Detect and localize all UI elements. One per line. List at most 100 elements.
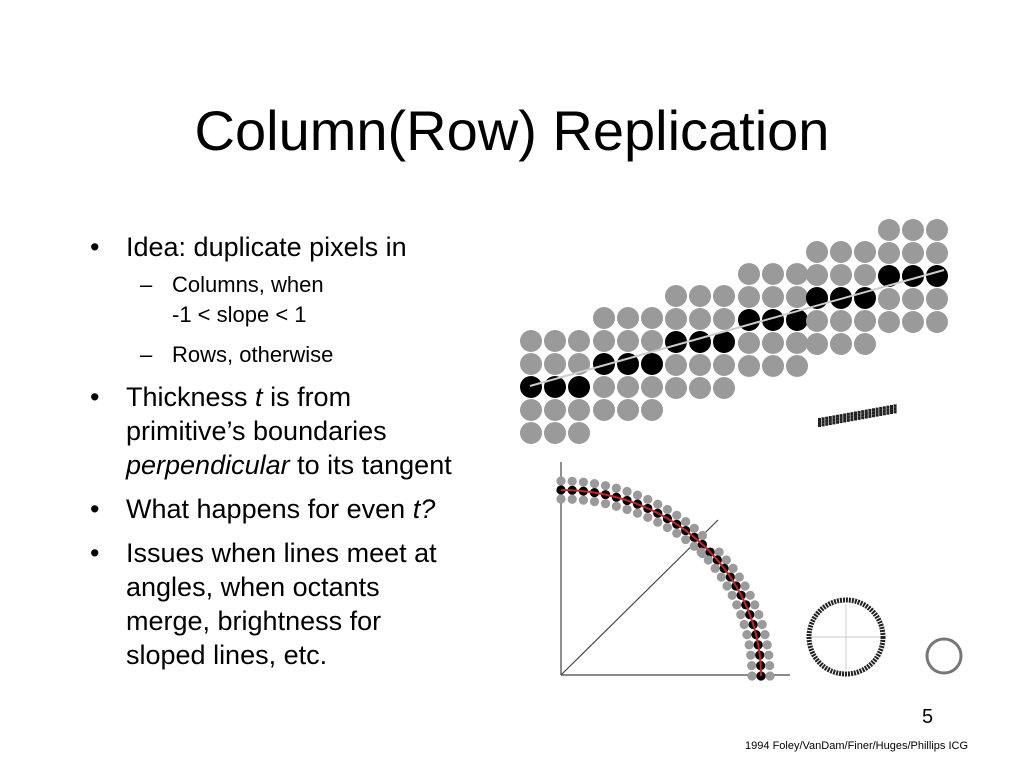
line-pixel-replicated bbox=[593, 376, 615, 398]
line-pixel-replicated bbox=[593, 399, 615, 421]
line-pixel-on bbox=[854, 287, 876, 309]
sub-bullet-columns-line2: -1 < slope < 1 bbox=[172, 302, 307, 327]
line-pixel-replicated bbox=[926, 219, 948, 241]
arc-pixel-replicated bbox=[746, 650, 756, 660]
thin-circle-illustration bbox=[925, 637, 963, 675]
small-line-pixel bbox=[872, 408, 875, 412]
line-pixel-replicated bbox=[544, 422, 566, 444]
small-line-pixel bbox=[832, 421, 836, 425]
arc-pixel-replicated bbox=[765, 660, 775, 671]
bullet-mark: • bbox=[90, 494, 100, 524]
line-pixel-replicated bbox=[568, 330, 590, 352]
arc-pixel-replicated bbox=[578, 477, 588, 487]
arc-pixel-replicated bbox=[764, 650, 774, 660]
small-line-pixel bbox=[854, 417, 857, 421]
arc-pixel-replicated bbox=[600, 499, 611, 509]
line-pixel-replicated bbox=[786, 355, 808, 377]
bullet-even-t: • What happens for even t? bbox=[88, 492, 548, 526]
line-pixel-replicated bbox=[665, 354, 687, 376]
arc-pixel-replicated bbox=[589, 479, 600, 489]
thickness-t: t bbox=[255, 382, 263, 412]
arc-pixel-replicated bbox=[745, 590, 755, 600]
line-pixel-replicated bbox=[665, 308, 687, 330]
small-line-pixel bbox=[843, 416, 847, 420]
small-line-pixel bbox=[832, 415, 836, 419]
slide-number: 5 bbox=[922, 706, 934, 728]
arc-pixel-replicated bbox=[681, 534, 691, 545]
sub-bullet-list: – Columns, when -1 < slope < 1 – Rows, o… bbox=[126, 270, 548, 370]
line-pixel-replicated bbox=[830, 264, 852, 286]
arc-pixel-replicated bbox=[710, 563, 720, 573]
line-pixel-replicated bbox=[926, 311, 948, 333]
arc-pixel-replicated bbox=[765, 671, 775, 681]
thick-circle-outer bbox=[806, 597, 886, 677]
bullet-issues-line1: Issues when lines meet at bbox=[126, 538, 437, 568]
small-line-pixel bbox=[890, 411, 893, 414]
line-pixel-replicated bbox=[854, 241, 876, 263]
line-pixel-on bbox=[617, 353, 639, 375]
line-pixel-replicated bbox=[689, 285, 711, 307]
line-pixel-replicated bbox=[665, 285, 687, 307]
small-line-pixel bbox=[864, 412, 868, 416]
line-pixel-replicated bbox=[854, 264, 876, 286]
arc-pixel-replicated bbox=[622, 504, 632, 515]
circle-arc-diagram bbox=[556, 462, 790, 681]
line-pixel-replicated bbox=[878, 242, 900, 264]
sub-bullet-columns: – Columns, when -1 < slope < 1 bbox=[126, 270, 548, 330]
line-pixel-replicated bbox=[762, 355, 784, 377]
sub-bullet-rows-text: Rows, otherwise bbox=[172, 342, 334, 367]
arc-pixel-replicated bbox=[611, 483, 621, 493]
bullet-list: • Idea: duplicate pixels in – Columns, w… bbox=[88, 230, 548, 682]
line-pixel-replicated bbox=[830, 333, 852, 355]
line-pixel-replicated bbox=[568, 422, 590, 444]
arc-pixel-set bbox=[556, 476, 775, 681]
arc-pixel-replicated bbox=[556, 476, 566, 486]
line-pixel-on bbox=[878, 265, 900, 287]
line-pixel-replicated bbox=[854, 310, 876, 332]
line-pixel-replicated bbox=[617, 307, 639, 329]
arc-pixel-replicated bbox=[742, 630, 752, 640]
small-line-pixel bbox=[882, 412, 886, 416]
line-pixel-replicated bbox=[878, 311, 900, 333]
line-pixel-replicated bbox=[786, 332, 808, 354]
line-pixel-on bbox=[902, 265, 924, 287]
line-pixel-on bbox=[689, 331, 711, 353]
small-line-pixel bbox=[836, 420, 839, 424]
bullet-issues-line3: merge, brightness for bbox=[126, 606, 382, 636]
small-line-pixel bbox=[854, 414, 857, 418]
small-line-pixel bbox=[861, 410, 865, 414]
line-pixel-replicated bbox=[738, 286, 760, 308]
small-line-pixel bbox=[839, 414, 843, 418]
line-pixel-replicated bbox=[806, 310, 828, 332]
arc-pixel-replicated bbox=[689, 541, 699, 551]
line-pixel-replicated bbox=[854, 333, 876, 355]
small-line-pixel bbox=[868, 414, 872, 418]
bullet-thickness-line3: perpendicular to its tangent bbox=[126, 448, 548, 482]
line-pixel-replicated bbox=[830, 310, 852, 332]
thickness-lead: Thickness bbox=[126, 382, 256, 412]
line-pixel-replicated bbox=[665, 377, 687, 399]
line-pixel-on bbox=[713, 331, 735, 353]
line-pixel-replicated bbox=[786, 263, 808, 285]
small-line-pixel bbox=[825, 422, 829, 426]
bullet-issues-line2: angles, when octants bbox=[126, 572, 380, 602]
line-pixel-replicated bbox=[641, 307, 663, 329]
line-pixel-replicated bbox=[593, 330, 615, 352]
line-pixel-replicated bbox=[593, 307, 615, 329]
thickness-tail: to its tangent bbox=[289, 450, 452, 480]
line-pixel-replicated bbox=[544, 330, 566, 352]
arc-pixel-replicated bbox=[754, 609, 764, 620]
arc-pixel-replicated bbox=[600, 481, 611, 491]
line-pixel-replicated bbox=[544, 353, 566, 375]
arc-pixel-replicated bbox=[672, 510, 682, 520]
arc-pixel-replicated bbox=[643, 494, 653, 505]
line-pixel-replicated bbox=[520, 422, 542, 444]
arc-pixel-replicated bbox=[703, 555, 713, 565]
arc-pixel-replicated bbox=[750, 600, 760, 610]
arc-pixel-replicated bbox=[722, 581, 732, 591]
line-pixel-replicated bbox=[806, 241, 828, 263]
arc-pixel-replicated bbox=[728, 563, 738, 573]
arc-pixel-replicated bbox=[721, 555, 731, 565]
line-pixel-replicated bbox=[926, 242, 948, 264]
